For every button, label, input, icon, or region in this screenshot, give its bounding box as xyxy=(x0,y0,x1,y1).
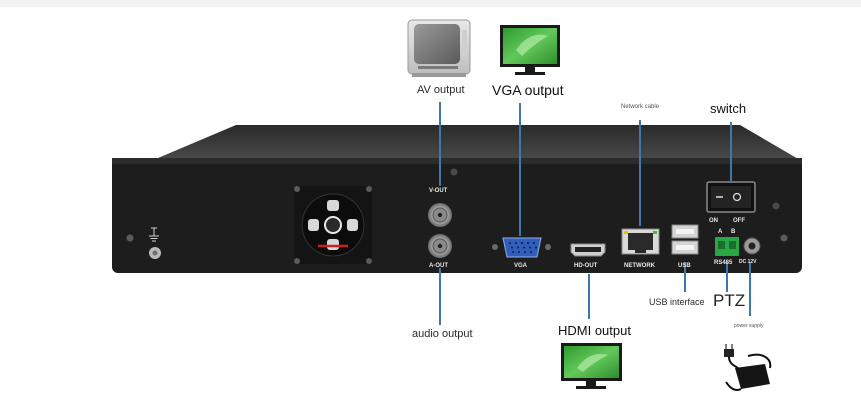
power-switch xyxy=(706,181,756,213)
screw-icon xyxy=(126,234,134,242)
usb-ports xyxy=(671,224,699,255)
power-adapter-icon xyxy=(724,344,772,392)
callout-audio-output: audio output xyxy=(412,328,473,340)
panel-label-v-out: V-OUT xyxy=(429,188,448,194)
rs485-terminal xyxy=(715,237,739,256)
bnc-v-out-connector xyxy=(428,203,452,227)
screw-icon xyxy=(366,186,372,192)
callout-hdmi-output: HDMI output xyxy=(558,323,631,338)
panel-label-a-out: A-OUT xyxy=(429,263,448,269)
panel-label-off: OFF xyxy=(733,218,745,224)
panel-label-on: ON xyxy=(709,218,718,224)
bnc-a-out-connector xyxy=(428,234,452,258)
panel-label-rs485: RS485 xyxy=(714,260,733,266)
screw-icon xyxy=(366,258,372,264)
off-mark-icon xyxy=(732,192,742,202)
monitor-icon xyxy=(500,25,560,75)
screw-icon xyxy=(294,186,300,192)
callout-power-supply: power supply xyxy=(734,323,764,329)
chassis-top xyxy=(158,125,800,160)
callout-usb-interface: USB interface xyxy=(649,297,705,307)
screw-icon xyxy=(450,168,458,176)
crt-tv-icon xyxy=(407,19,471,77)
ground-terminal xyxy=(149,227,161,259)
callout-ptz: PTZ xyxy=(713,291,746,310)
screw-icon xyxy=(294,258,300,264)
callout-network-cable: Network cable xyxy=(621,104,660,110)
dc-power-jack xyxy=(743,237,761,255)
panel-label-network: NETWORK xyxy=(624,263,655,269)
vga-port xyxy=(492,237,551,258)
cooling-fan xyxy=(294,186,372,264)
panel-label-dc12v: DC 12V xyxy=(739,259,757,265)
callout-switch: switch xyxy=(710,101,747,116)
top-strip xyxy=(0,0,861,7)
hdmi-port xyxy=(570,243,606,257)
callout-av-output: AV output xyxy=(417,84,465,96)
monitor-icon xyxy=(561,343,622,389)
panel-label-usb: USB xyxy=(678,263,691,269)
panel-label-a: A xyxy=(718,229,723,235)
ground-symbol-icon xyxy=(149,227,159,242)
panel-label-hd-out: HD-OUT xyxy=(574,263,598,269)
screw-icon xyxy=(780,234,788,242)
panel-label-vga: VGA xyxy=(514,263,528,269)
network-port xyxy=(621,228,660,255)
screw-icon xyxy=(772,202,780,210)
chassis-rear-panel xyxy=(112,158,802,273)
leader-lines xyxy=(439,102,751,325)
callout-vga-output: VGA output xyxy=(492,82,564,98)
chassis-top-edge xyxy=(112,158,802,164)
panel-label-b: B xyxy=(731,229,736,235)
